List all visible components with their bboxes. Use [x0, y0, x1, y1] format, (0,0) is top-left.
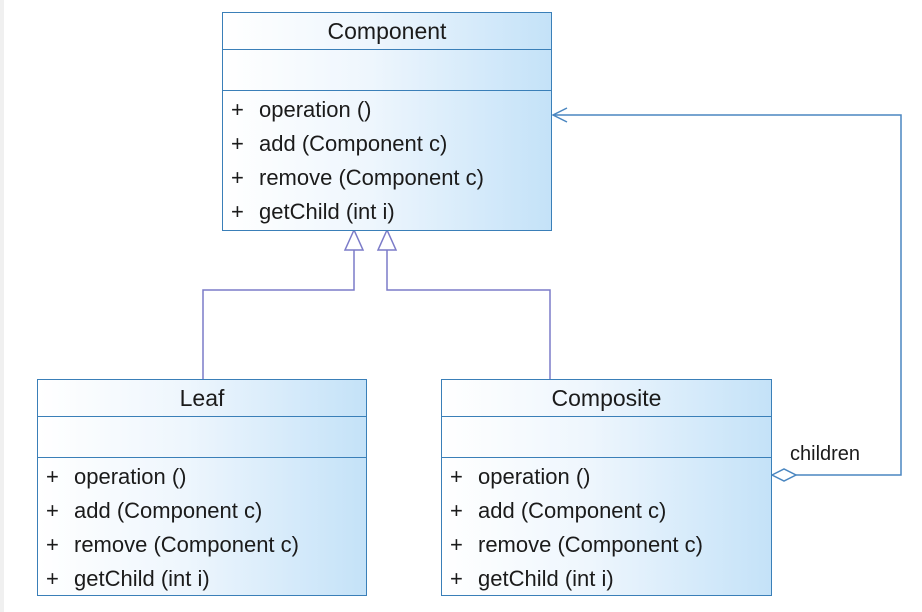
operation-item: + getChild (int i) [38, 562, 366, 596]
class-name-component: Component [223, 13, 551, 50]
visibility-marker: + [46, 464, 59, 489]
operation-item: + operation () [38, 460, 366, 494]
operations-compartment: + operation () + add (Component c) + remove… [38, 458, 366, 596]
attributes-compartment [38, 417, 366, 458]
visibility-marker: + [450, 498, 463, 523]
operation-item: + remove (Component c) [223, 161, 551, 195]
visibility-marker: + [450, 566, 463, 591]
operation-item: + remove (Component c) [442, 528, 771, 562]
operation-item: + add (Component c) [38, 494, 366, 528]
class-component[interactable]: Component + operation () + add (Component … [222, 12, 552, 231]
visibility-marker: + [231, 199, 244, 224]
operation-item: + operation () [442, 460, 771, 494]
visibility-marker: + [231, 165, 244, 190]
operation-item: + remove (Component c) [38, 528, 366, 562]
aggregation-line [553, 114, 902, 476]
aggregation-diamond [770, 468, 798, 482]
attributes-compartment [442, 417, 771, 458]
operation-signature: remove (Component c) [74, 532, 299, 557]
visibility-marker: + [231, 131, 244, 156]
operation-signature: operation () [259, 97, 372, 122]
operations-compartment: + operation () + add (Component c) + remove… [223, 91, 551, 229]
operation-signature: operation () [74, 464, 187, 489]
operation-signature: getChild (int i) [74, 566, 210, 591]
operation-signature: add (Component c) [478, 498, 667, 523]
visibility-marker: + [46, 498, 59, 523]
operation-signature: add (Component c) [74, 498, 263, 523]
operation-item: + add (Component c) [442, 494, 771, 528]
visibility-marker: + [231, 97, 244, 122]
operation-signature: add (Component c) [259, 131, 448, 156]
operation-signature: getChild (int i) [478, 566, 614, 591]
operation-item: + getChild (int i) [223, 195, 551, 229]
operation-signature: operation () [478, 464, 591, 489]
canvas-edge [0, 0, 4, 612]
aggregation-role-label: children [790, 443, 861, 465]
class-name-composite: Composite [442, 380, 771, 417]
generalization-arrowhead-composite [376, 228, 398, 251]
operation-signature: remove (Component c) [259, 165, 484, 190]
generalization-arrowhead-leaf [343, 228, 365, 251]
class-leaf[interactable]: Leaf + operation () + add (Component c) + r… [37, 379, 367, 596]
attributes-compartment [223, 50, 551, 91]
generalization-line-composite [386, 250, 551, 380]
operation-signature: remove (Component c) [478, 532, 703, 557]
class-name-leaf: Leaf [38, 380, 366, 417]
operation-item: + add (Component c) [223, 127, 551, 161]
operation-signature: getChild (int i) [259, 199, 395, 224]
visibility-marker: + [450, 464, 463, 489]
visibility-marker: + [450, 532, 463, 557]
generalization-line-leaf [202, 250, 355, 380]
aggregation-arrowhead [551, 107, 568, 123]
class-composite[interactable]: Composite + operation () + add (Component … [441, 379, 772, 596]
operation-item: + getChild (int i) [442, 562, 771, 596]
operations-compartment: + operation () + add (Component c) + remove… [442, 458, 771, 596]
visibility-marker: + [46, 532, 59, 557]
visibility-marker: + [46, 566, 59, 591]
operation-item: + operation () [223, 93, 551, 127]
